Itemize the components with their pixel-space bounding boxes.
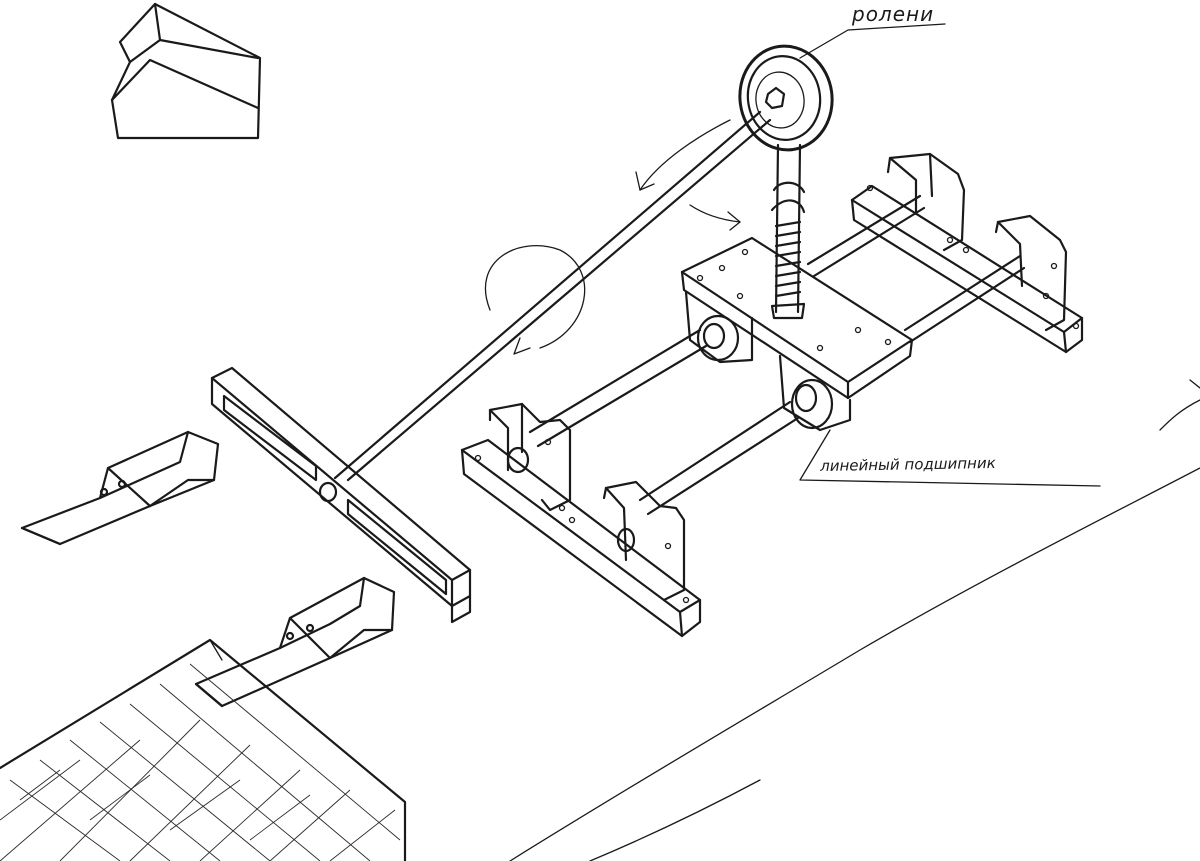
roller-leader xyxy=(799,23,946,59)
guide-rod-front-left xyxy=(528,328,708,448)
swing-arrow xyxy=(635,119,741,231)
small-bracket xyxy=(110,2,262,140)
front-rail xyxy=(460,402,702,638)
rotation-arrow xyxy=(484,245,586,355)
label-linear-bearing: линейный подшипник xyxy=(820,453,996,475)
scraper-tip-lower xyxy=(194,576,396,708)
workpiece-surface xyxy=(0,638,407,861)
guide-rod-front-right xyxy=(638,400,800,516)
label-roller: ролени xyxy=(852,2,935,26)
front-rail-holes xyxy=(474,438,690,604)
back-rail-holes xyxy=(866,184,1080,330)
floor-lines xyxy=(509,379,1200,861)
back-rail xyxy=(850,152,1084,354)
roller-wheel xyxy=(738,44,834,152)
bearing-leader xyxy=(799,429,1101,487)
guide-rod-back-right xyxy=(903,254,1026,344)
scraper-bar xyxy=(210,366,472,624)
threaded-stem xyxy=(770,143,806,320)
main-rod xyxy=(333,110,772,482)
plate-holes xyxy=(696,248,892,352)
scraper-tip-upper xyxy=(20,430,220,546)
guide-rod-back-left xyxy=(806,194,926,278)
linear-bearing-right xyxy=(778,354,852,432)
linear-bearing-left xyxy=(684,290,754,364)
